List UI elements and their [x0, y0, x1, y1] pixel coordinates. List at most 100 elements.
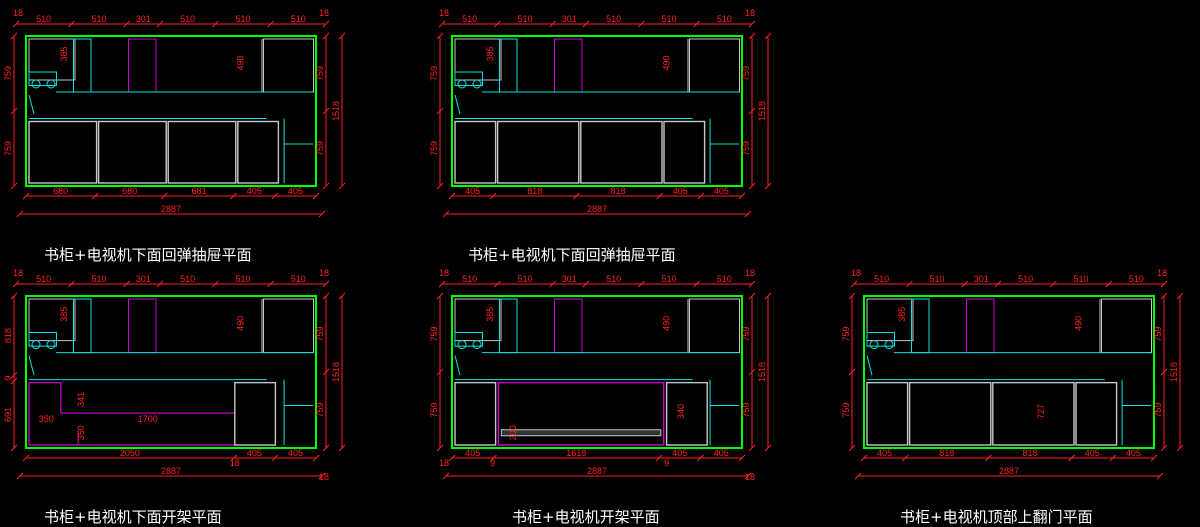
bottom-dimension-label: 818: [939, 448, 954, 458]
extra-mark-label: 9: [490, 458, 495, 468]
overall-height-dimension-tick: [338, 292, 346, 300]
bottom-dimension-label: 405: [288, 448, 303, 458]
cabinet-outer-frame: [25, 295, 317, 449]
total-dimension-tick: [16, 210, 24, 218]
top-dimension-label: 510: [1018, 274, 1033, 284]
extra-mark-label: 18: [319, 472, 329, 482]
bottom-dimension-tick: [448, 192, 456, 200]
bottom-dimension-tick: [230, 192, 237, 200]
end-mark-left: 18: [439, 8, 449, 18]
top-dimension-tick: [68, 20, 75, 28]
total-dimension-tick: [442, 210, 450, 218]
top-dimension-tick: [582, 20, 590, 28]
top-dimension-tick: [123, 20, 131, 28]
total-dimension-tick: [16, 472, 24, 480]
total-dimension-label: 2887: [161, 466, 181, 476]
bottom-dimension-label: 405: [288, 186, 303, 196]
top-dimension-tick: [438, 20, 446, 28]
left-dimension-label: 759: [429, 66, 439, 81]
left-dimension-tick: [10, 371, 18, 379]
speaker-right-icon: [472, 340, 482, 350]
top-dimension-tick: [748, 280, 756, 288]
top-dimension-tick: [693, 20, 700, 28]
total-dimension-label: 2887: [161, 204, 181, 214]
top-dimension-label: 510: [1073, 274, 1088, 284]
left-dimension-tick: [436, 32, 444, 40]
end-mark-left: 18: [439, 268, 449, 278]
overall-height-dimension-tick: [764, 32, 772, 40]
bottom-dimension-tick: [1150, 454, 1158, 462]
bottom-dimension-label: 818: [1022, 448, 1037, 458]
right-dimension-tick: [322, 368, 330, 376]
bottom-dimension-label: 405: [877, 448, 892, 458]
overall-height-dimension-tick: [764, 292, 772, 300]
overall-height-dimension-label: 1518: [757, 362, 767, 382]
caption-drawing-5: 书柜+电视机顶部上翻门平面: [900, 508, 1093, 526]
top-dimension-label: 510: [462, 14, 477, 24]
left-dimension-label: 9: [3, 376, 13, 381]
bottom-dimension-tick: [230, 454, 238, 462]
lower-drawer-panel: [908, 381, 992, 446]
total-dimension-tick: [744, 210, 752, 218]
lower-drawer-panel: [167, 120, 237, 184]
top-dimension-label: 510: [930, 274, 945, 284]
right-dimension-tick: [748, 107, 756, 115]
left-dimension-tick: [848, 368, 856, 376]
bottom-dimension-label: 405: [673, 186, 688, 196]
cabinet-outer-frame: [863, 295, 1155, 449]
top-dimension-tick: [322, 20, 330, 28]
left-dimension-tick: [10, 377, 18, 385]
bottom-dimension-label: 818: [610, 186, 625, 196]
inner-dimension-label: 727: [1036, 404, 1046, 419]
speaker-left-icon: [457, 79, 467, 89]
top-dimension-tick: [1160, 280, 1168, 288]
top-dimension-label: 301: [136, 274, 151, 284]
bottom-dimension-tick: [1068, 454, 1075, 462]
right-dimension-label: 759: [741, 66, 751, 81]
top-dimension-label: 510: [518, 14, 533, 24]
right-dimension-tick: [1160, 368, 1168, 376]
bottom-dimension-tick: [91, 192, 99, 200]
tv-open-bay: [497, 381, 665, 446]
right-dimension-tick: [1160, 292, 1168, 300]
top-dimension-label: 510: [874, 274, 889, 284]
top-dimension-tick: [1049, 280, 1057, 288]
left-dimension-tick: [10, 182, 18, 190]
speaker-right-icon: [472, 79, 482, 89]
lower-door-panel: [663, 120, 706, 184]
bottom-dimension-tick: [697, 192, 705, 200]
top-dimension-label: 301: [974, 274, 989, 284]
right-dimension-tick: [748, 32, 756, 40]
top-dimension-label: 301: [136, 14, 151, 24]
lower-door-panel: [454, 120, 497, 184]
bottom-dimension-tick: [901, 454, 909, 462]
overall-height-dimension-tick: [338, 32, 346, 40]
top-dimension-tick: [906, 280, 913, 288]
top-dimension-tick: [322, 280, 330, 288]
cabinet-outer-frame: [451, 35, 743, 187]
left-dimension-label: 818: [3, 328, 13, 343]
top-dimension-tick: [637, 280, 645, 288]
lower-drawer-panel: [580, 120, 663, 184]
left-dimension-label: 759: [3, 141, 13, 156]
bottom-dimension-tick: [22, 454, 30, 462]
left-dimension-label: 759: [429, 402, 439, 417]
total-dimension-tick: [442, 472, 450, 480]
top-dimension-label: 510: [606, 274, 621, 284]
top-dimension-label: 510: [606, 14, 621, 24]
bottom-dimension-tick: [22, 192, 30, 200]
top-dimension-label: 510: [291, 274, 306, 284]
inner-dimension-label: 490: [1074, 316, 1084, 331]
caption-drawing-2: 书柜+电视机下面回弹抽屉平面: [468, 246, 676, 264]
speaker-shelf: [28, 331, 57, 347]
right-dimension-label: 759: [315, 141, 325, 156]
inner-dimension-label: 340: [676, 404, 686, 419]
top-dimension-label: 510: [92, 14, 107, 24]
overall-height-dimension-tick: [1176, 292, 1184, 300]
total-dimension-tick: [744, 472, 752, 480]
shelf-angle-line: [28, 355, 35, 376]
bottom-dimension-label: 405: [247, 186, 262, 196]
lower-drawer-panel: [496, 120, 580, 184]
